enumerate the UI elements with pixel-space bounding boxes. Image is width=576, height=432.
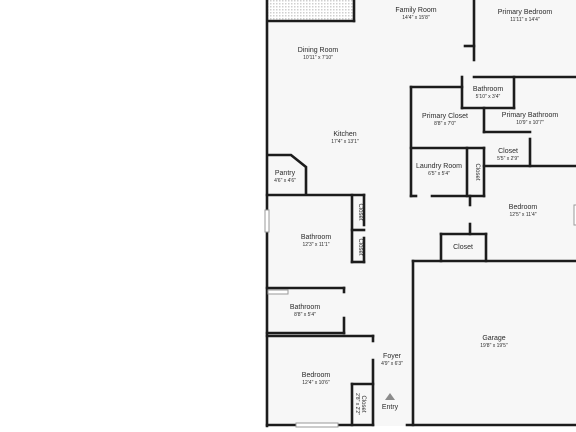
room-dimensions: 8'8" x 5'4"	[294, 312, 316, 318]
room-dimensions: 12'5" x 11'4"	[509, 212, 536, 218]
room-dimensions: 12'4" x 10'6"	[302, 380, 330, 386]
patio-hatch	[268, 0, 354, 20]
room-name: Closet	[498, 148, 518, 155]
room-dimensions: 4'6" x 4'6"	[274, 178, 296, 184]
room-name: Primary Bedroom	[498, 9, 553, 16]
room-dimensions: 6'5" x 5'4"	[428, 171, 450, 177]
room-dimensions: 5'10" x 3'4"	[476, 94, 501, 100]
room-dimensions: 10'11" x 7'10"	[303, 55, 333, 61]
room-dimensions: 2'8" x 2'2"	[354, 393, 360, 415]
room-label-closet-vertical: Closet	[357, 238, 363, 255]
room-name: Closet	[357, 238, 363, 255]
room-name: Bathroom	[301, 234, 332, 241]
room-dimensions: 5'5" x 2'9"	[497, 156, 519, 162]
floor-area	[266, 0, 576, 426]
room-name: Primary Closet	[422, 113, 468, 120]
room-name: Primary Bathroom	[502, 112, 559, 119]
room-name: Foyer	[383, 353, 402, 360]
room-name: Kitchen	[333, 131, 356, 138]
room-name: Dining Room	[298, 47, 339, 54]
room-name: Closet	[453, 244, 473, 251]
entry-label: Entry	[382, 404, 399, 411]
room-dimensions: 10'9" x 10'7"	[516, 120, 544, 126]
room-name: Closet	[474, 163, 480, 180]
room-name: Bedroom	[509, 204, 538, 211]
room-dimensions: 14'4" x 15'8"	[402, 15, 430, 21]
room-dimensions: 8'8" x 7'0"	[434, 121, 456, 127]
room-name: Bathroom	[290, 304, 321, 311]
room-label-closet-vertical: Closet	[357, 203, 363, 220]
room-name: Laundry Room	[416, 163, 462, 170]
room-name: Bathroom	[473, 86, 504, 93]
room-dimensions: 12'3" x 11'1"	[302, 242, 329, 248]
room-dimensions: 19'8" x 19'5"	[480, 343, 508, 349]
entry-arrow-icon	[385, 393, 395, 400]
walls	[265, 0, 576, 428]
room-name: Garage	[482, 335, 505, 342]
room-name: Closet	[360, 395, 366, 412]
room-name: Closet	[357, 203, 363, 220]
room-dimensions: 11'11" x 14'4"	[510, 17, 540, 23]
room-name: Family Room	[395, 7, 436, 14]
room-name: Pantry	[275, 170, 296, 177]
room-name: Bedroom	[302, 372, 331, 379]
room-dimensions: 4'9" x 6'3"	[381, 361, 403, 367]
room-label-closet: Closet	[453, 244, 473, 251]
room-dimensions: 17'4" x 13'1"	[331, 139, 359, 145]
room-label-closet-vertical: Closet	[474, 163, 480, 180]
windows	[264, 204, 576, 428]
